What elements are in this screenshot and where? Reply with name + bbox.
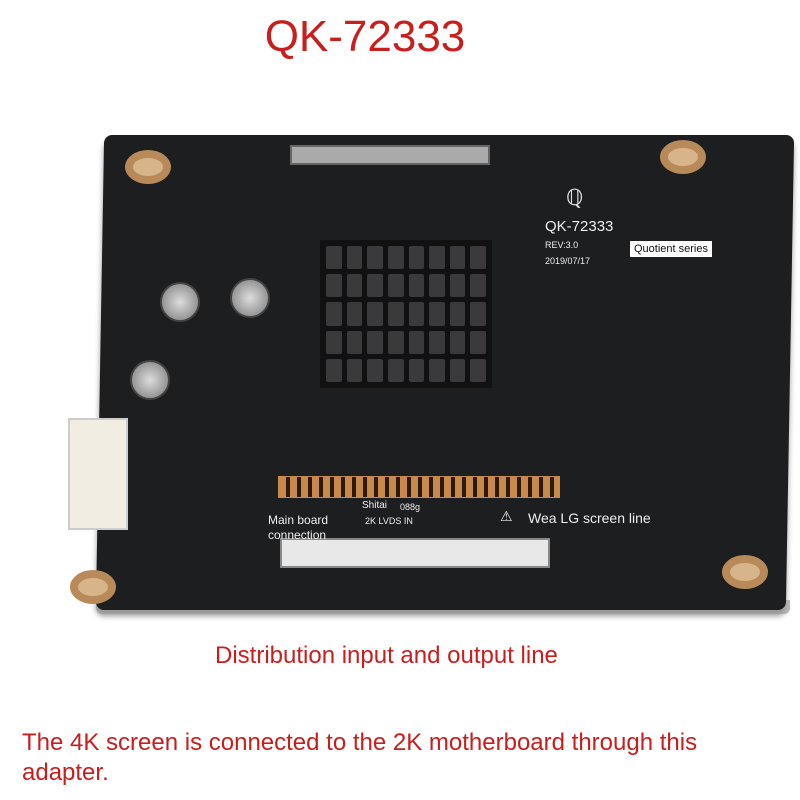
description-caption: The 4K screen is connected to the 2K mot…: [22, 729, 698, 786]
heatsink-fin: [387, 302, 404, 326]
pin-header: [278, 476, 560, 498]
heatsink-fin: [346, 358, 363, 382]
bottom-connector: [280, 538, 550, 568]
heatsink-fin: [326, 358, 342, 382]
mount-hole: [70, 570, 116, 604]
heatsink-fin: [367, 330, 383, 354]
heatsink-fin: [408, 358, 425, 382]
heatsink-fin: [449, 274, 466, 298]
heatsink-fin: [408, 330, 425, 354]
heatsink-fin: [429, 302, 445, 326]
power-connector: [68, 418, 128, 530]
heatsink-fin: [408, 246, 425, 270]
board-rev: REV:3.0: [545, 240, 579, 250]
product-title: QK-72333: [264, 12, 466, 61]
heatsink-fin: [367, 246, 383, 270]
heatsink-fin: [387, 358, 404, 382]
capacitor: [130, 360, 170, 400]
heatsink-fin: [470, 274, 486, 298]
mount-hole: [660, 140, 706, 174]
heatsink-fin: [470, 246, 486, 270]
heatsink-fin: [346, 330, 363, 354]
heatsink-fin: [449, 246, 466, 270]
series-label: Quotient series: [630, 241, 712, 257]
screen-line-label: Wea LG screen line: [528, 510, 651, 526]
heatsink-fin: [367, 302, 383, 326]
heatsink-fin: [470, 358, 486, 382]
heatsink-fin: [367, 274, 383, 298]
heatsink-fin: [429, 246, 445, 270]
warning-icon: ⚠: [500, 508, 513, 524]
heatsink-fin: [367, 358, 383, 382]
capacitor: [230, 278, 270, 318]
distribution-caption: Distribution input and output line: [215, 642, 558, 669]
heatsink-fin: [387, 330, 404, 354]
heatsink-fin: [408, 302, 425, 326]
heatsink-fin: [470, 302, 486, 326]
heatsink-fin: [346, 302, 363, 326]
heatsink-fin: [449, 302, 466, 326]
heatsink-fin: [408, 274, 425, 298]
heatsink-fin: [429, 274, 445, 298]
mount-hole: [125, 150, 171, 184]
heatsink-fin: [326, 302, 342, 326]
weight-label: 088g: [400, 502, 421, 512]
heatsink-fin: [346, 274, 363, 298]
heatsink: [320, 240, 492, 388]
capacitor: [160, 282, 200, 322]
heatsink-fin: [326, 246, 342, 270]
mount-hole: [722, 555, 768, 589]
shitai-label: Shitai: [362, 500, 388, 511]
top-connector: [290, 145, 490, 165]
heatsink-fin: [470, 330, 486, 354]
board-date: 2019/07/17: [545, 256, 591, 266]
main-board-label: Main board connection: [268, 513, 329, 542]
heatsink-fin: [346, 246, 363, 270]
heatsink-fin: [449, 358, 466, 382]
heatsink-fin: [449, 330, 466, 354]
heatsink-fin: [326, 274, 342, 298]
lvds-label: 2K LVDS IN: [365, 516, 413, 526]
heatsink-fin: [429, 330, 445, 354]
heatsink-fin: [387, 274, 404, 298]
heatsink-fin: [429, 358, 445, 382]
heatsink-fin: [387, 246, 404, 270]
logo-icon: ℚ: [566, 185, 584, 210]
board-model: QK-72333: [545, 218, 614, 235]
heatsink-fin: [326, 330, 342, 354]
